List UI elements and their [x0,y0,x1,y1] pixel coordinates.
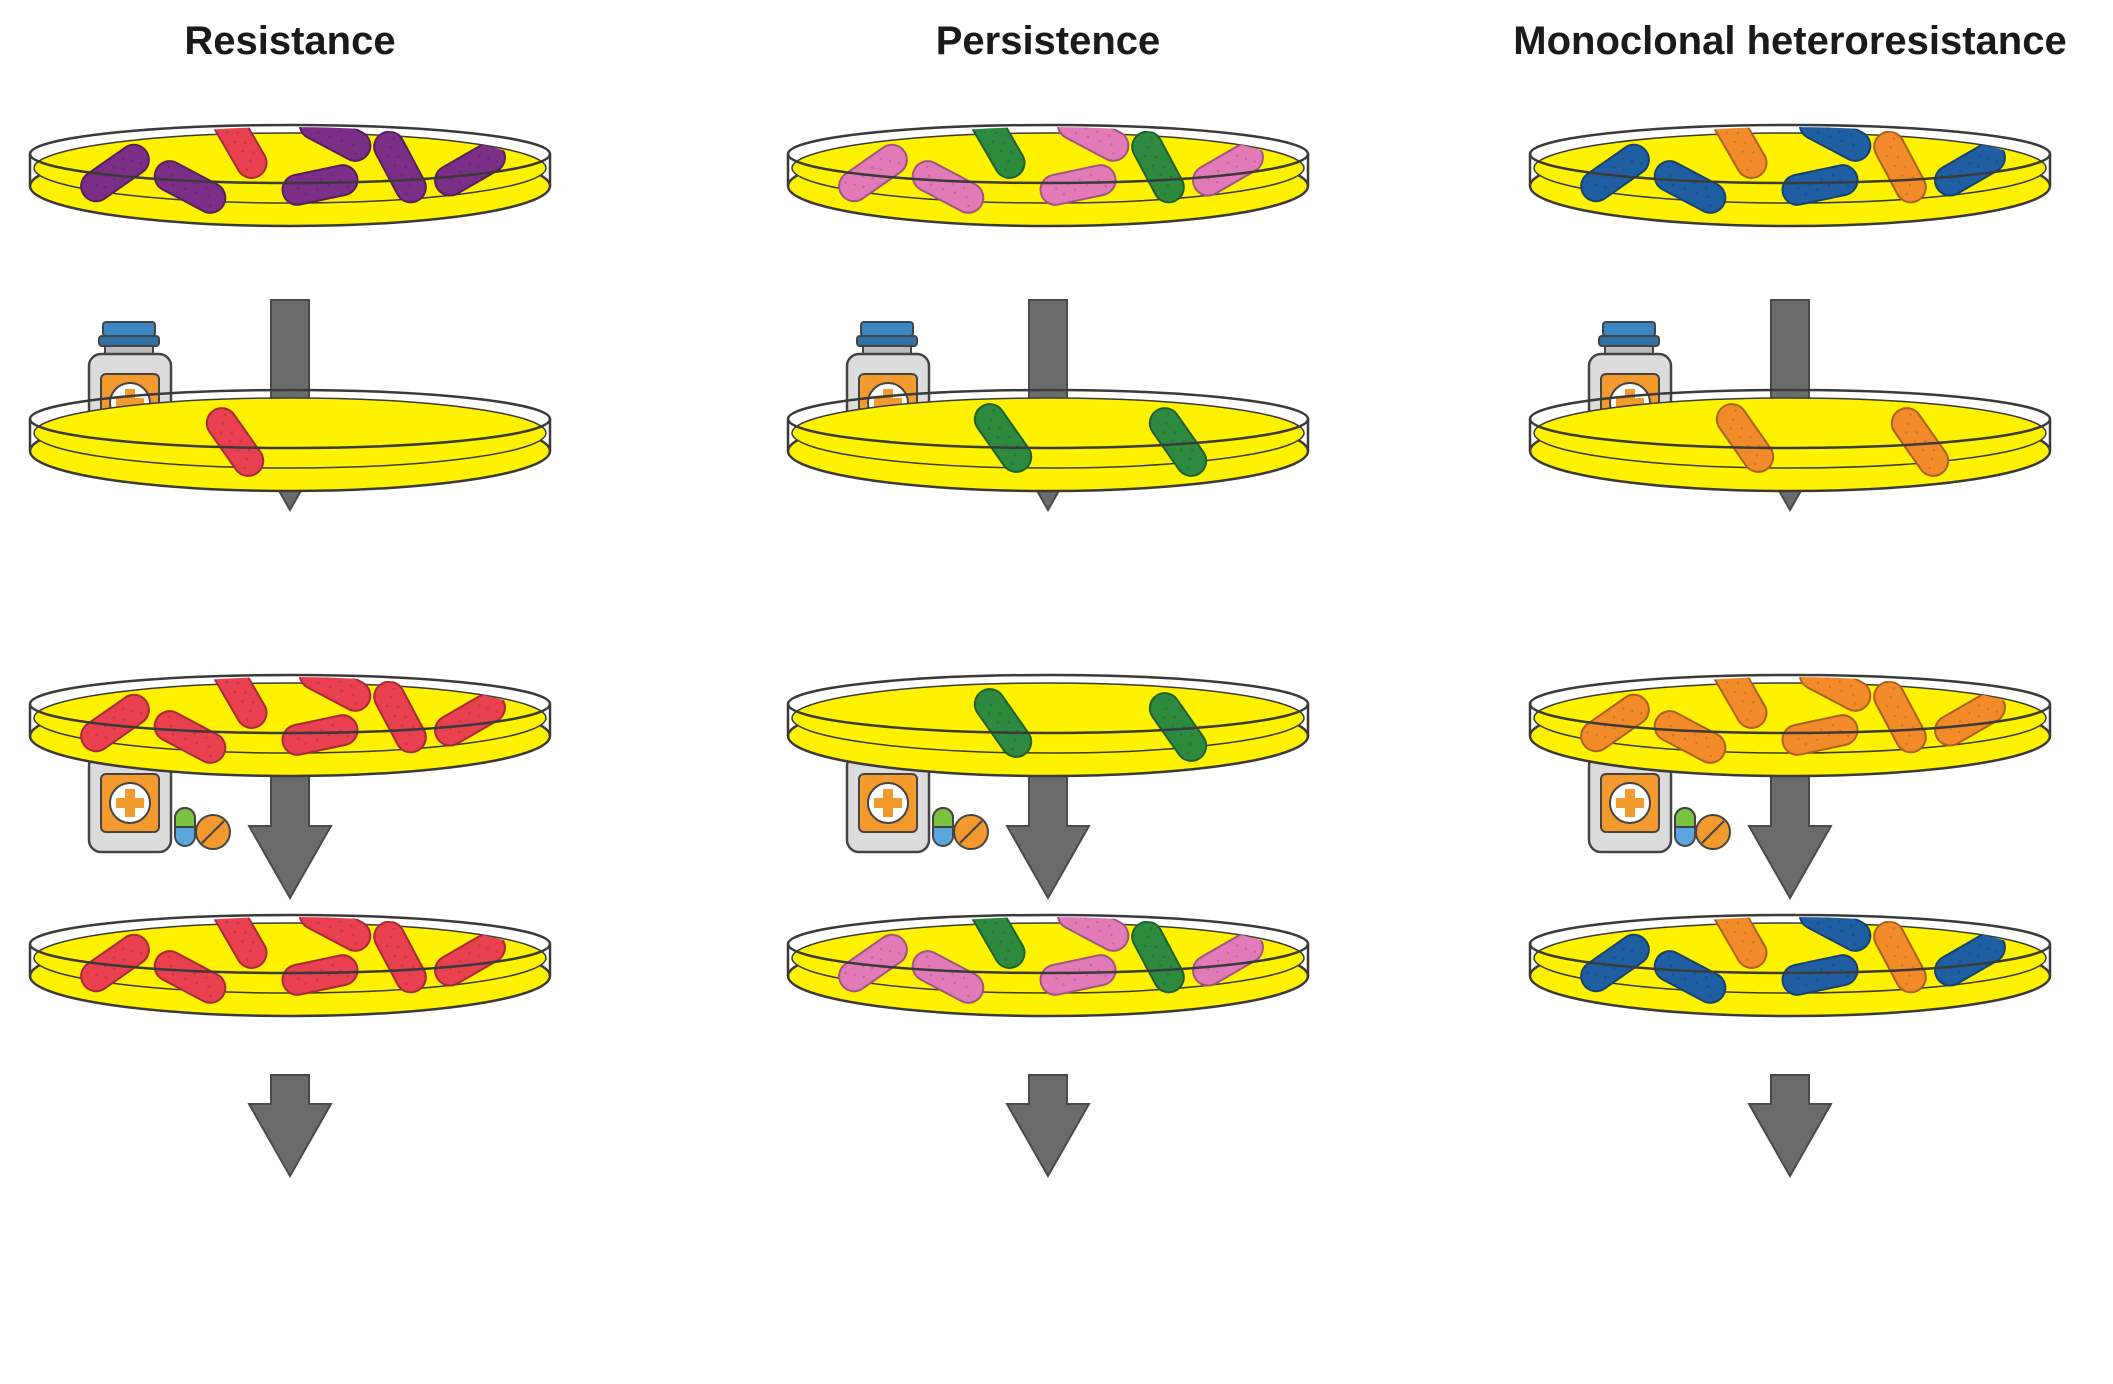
down-arrow-icon [1747,1074,1833,1179]
bacterium-orange [1890,407,1950,477]
bacterium-red [153,950,227,1004]
bacterium-red [281,954,359,996]
bacteria-group [838,917,1264,1004]
bacteria-group [838,127,1264,214]
bacterium-pink [911,950,985,1004]
petri-dish-1-3 [786,913,1310,1018]
bacteria-group [80,917,506,1004]
bacterium-orange [1712,677,1768,729]
bacteria-group [1715,403,1950,477]
bacterium-red [205,407,265,477]
bacterium-red [80,693,150,753]
bacterium-pink [838,933,908,993]
bacterium-purple [373,130,427,204]
petri-dish-2-1 [1528,388,2052,493]
bacterium-green [970,127,1026,179]
bacterium-green [970,917,1026,969]
bacterium-blue [1781,164,1859,206]
bacterium-orange [1715,403,1775,473]
bacterium-green [1131,920,1185,994]
petri-dish-1-1 [786,388,1310,493]
bacterium-blue [1580,933,1650,993]
bacterium-blue [1580,143,1650,203]
petri-dish-1-0 [786,123,1310,228]
bacteria-group [973,403,1208,477]
column-monoclonal-heteroresistance: Monoclonal heteroresistance [1513,19,2067,1179]
petri-dish-1-2 [786,673,1310,778]
column-title-resistance: Resistance [184,19,395,63]
bacterium-blue [1653,160,1727,214]
column-resistance: Resistance [28,19,552,1179]
bacterium-orange [1712,917,1768,969]
medicine-bottle-icon [1587,721,1731,854]
bacterium-orange [1580,693,1650,753]
bacterium-red [298,677,372,712]
column-title-persistence: Persistence [936,19,1161,63]
bacterium-red [281,714,359,756]
bacterium-red [373,680,427,754]
down-arrow-icon [1005,1074,1091,1179]
bacterium-blue [1934,931,2006,987]
bacterium-red [212,127,268,179]
petri-dish-0-1 [28,388,552,493]
bacterium-pink [1039,954,1117,996]
bacterium-pink [838,143,908,203]
bacterium-blue [1653,950,1727,1004]
bacterium-pink [911,160,985,214]
bacterium-green [1131,130,1185,204]
bacteria-group [1580,127,2006,214]
bacterium-red [212,917,268,969]
petri-dish-2-2 [1528,673,2052,778]
bacterium-red [298,917,372,952]
bacterium-red [153,710,227,764]
bacterium-red [373,920,427,994]
bacterium-orange [1873,130,1927,204]
bacterium-green [1148,692,1208,762]
bacterium-purple [153,160,227,214]
bacterium-red [212,677,268,729]
bacterium-pink [1039,164,1117,206]
bacteria-group [80,127,506,214]
bacterium-blue [1798,127,1872,162]
down-arrow-icon [247,1074,333,1179]
bacterium-blue [1934,141,2006,197]
bacterium-green [1148,407,1208,477]
bacterium-orange [1873,680,1927,754]
petri-dish-0-0 [28,123,552,228]
bacterium-purple [80,143,150,203]
bacterium-red [80,933,150,993]
petri-dish-2-3 [1528,913,2052,1018]
petri-dish-2-0 [1528,123,2052,228]
column-persistence: Persistence [786,19,1310,1179]
column-title-monoclonal-heteroresistance: Monoclonal heteroresistance [1513,19,2066,63]
bacteria-group [205,407,265,477]
petri-dish-0-2 [28,673,552,778]
bacterium-pink [1056,917,1130,952]
bacterium-orange [1873,920,1927,994]
petri-dish-0-3 [28,913,552,1018]
bacterium-orange [1712,127,1768,179]
bacterium-orange [1653,710,1727,764]
bacteria-group [973,688,1208,762]
bacteria-group [80,677,506,764]
